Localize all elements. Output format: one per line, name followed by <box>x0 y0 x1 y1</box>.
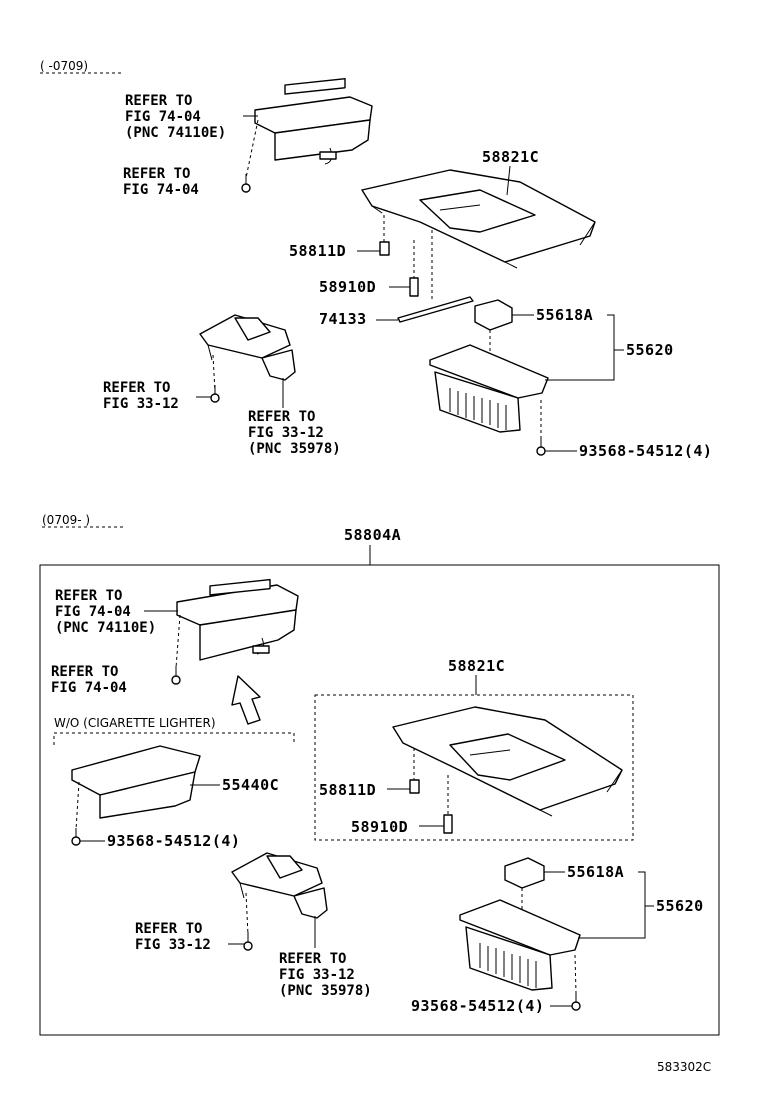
upper-ref-heater-screw-2: FIG 33-12 <box>103 396 179 412</box>
dash-lower-heater-screw <box>245 892 249 936</box>
upper-ref-screw-2: FIG 74-04 <box>123 182 199 198</box>
screw-lower-radio <box>171 666 181 685</box>
dash-lower-screw <box>574 954 577 994</box>
upper-pn-clip-d: 58811D <box>289 242 346 260</box>
box-55620-upper <box>429 344 549 433</box>
lower-pn-pocket-screw: 93568-54512(4) <box>107 832 240 850</box>
clip-58811d-lower <box>409 779 420 794</box>
assembly-frame <box>39 564 720 1036</box>
upper-ref-radio-2: FIG 74-04 <box>125 109 201 125</box>
upper-pn-lid: 55618A <box>536 306 593 324</box>
console-panel-lower <box>392 706 623 817</box>
screw-93568-upper <box>536 436 546 456</box>
lower-pn-pocket: 55440C <box>222 776 279 794</box>
lower-note-wo: W/O (CIGARETTE LIGHTER) <box>54 716 216 730</box>
lower-ref-radio-2: FIG 74-04 <box>55 604 131 620</box>
date-range-upper: ( -0709) <box>40 59 88 73</box>
heater-control-lower <box>231 852 328 919</box>
upper-pn-panel: 58821C <box>482 148 539 166</box>
lower-pn-clip-d: 58811D <box>319 781 376 799</box>
bracket-lower-box <box>578 871 646 939</box>
figure-code: 583302C <box>657 1060 711 1074</box>
lower-ref-heater-1: REFER TO <box>279 951 346 967</box>
lower-pn-lid: 55618A <box>567 863 624 881</box>
lower-ref-heater-2: FIG 33-12 <box>279 967 355 983</box>
lower-ref-screw-2: FIG 74-04 <box>51 680 127 696</box>
bracket-wo <box>53 732 295 745</box>
lower-pn-screw: 93568-54512(4) <box>411 997 544 1015</box>
box-55620-lower <box>459 899 581 991</box>
audio-unit-upper <box>254 78 373 165</box>
clip-58910d-lower <box>443 814 453 834</box>
upper-pn-clip-910: 58910D <box>319 278 376 296</box>
upper-ref-radio-1: REFER TO <box>125 93 192 109</box>
screw-upper-heater <box>210 385 220 403</box>
screw-upper-radio <box>241 174 251 193</box>
lower-ref-radio-3: (PNC 74110E) <box>55 620 156 636</box>
upper-ref-heater-screw-1: REFER TO <box>103 380 170 396</box>
lower-ref-heater-screw-1: REFER TO <box>135 921 202 937</box>
upper-ref-heater-1: REFER TO <box>248 409 315 425</box>
lower-ref-screw-1: REFER TO <box>51 664 118 680</box>
leader-upper-panel <box>506 165 511 196</box>
panel-group-frame <box>314 694 634 841</box>
upper-pn-box: 55620 <box>626 341 674 359</box>
arrow-up-icon <box>231 675 261 725</box>
audio-unit-lower <box>176 578 299 661</box>
dash-lower-radio-screw <box>175 614 181 669</box>
lower-pn-clip-910: 58910D <box>351 818 408 836</box>
screw-lower-pocket <box>71 828 81 846</box>
lower-ref-heater-3: (PNC 35978) <box>279 983 372 999</box>
upper-pn-screw: 93568-54512(4) <box>579 442 712 460</box>
upper-ref-radio-3: (PNC 74110E) <box>125 125 226 141</box>
console-panel-upper <box>361 169 596 269</box>
lower-pn-panel: 58821C <box>448 657 505 675</box>
dash-lower-pocket-screw <box>75 781 80 831</box>
screw-lower-heater <box>243 932 253 951</box>
upper-ref-screw-1: REFER TO <box>123 166 190 182</box>
pocket-55440c <box>71 745 201 819</box>
bracket-upper-box <box>545 314 615 381</box>
lid-55618a-lower <box>504 857 545 889</box>
upper-ref-heater-3: (PNC 35978) <box>248 441 341 457</box>
upper-pn-strip: 74133 <box>319 310 367 328</box>
lower-pn-assembly: 58804A <box>344 526 401 544</box>
lid-55618a-upper <box>474 299 513 331</box>
clip-58811d-upper <box>379 241 390 256</box>
lower-ref-radio-1: REFER TO <box>55 588 122 604</box>
clip-58910d-upper <box>409 277 419 297</box>
date-range-lower: (0709- ) <box>42 513 90 527</box>
heater-control-upper <box>199 314 296 381</box>
upper-ref-heater-2: FIG 33-12 <box>248 425 324 441</box>
lower-pn-box: 55620 <box>656 897 704 915</box>
strip-74133-upper <box>397 296 474 323</box>
leader-upper-screw-dash <box>245 119 259 179</box>
lower-ref-heater-screw-2: FIG 33-12 <box>135 937 211 953</box>
screw-93568-lower <box>571 992 581 1011</box>
